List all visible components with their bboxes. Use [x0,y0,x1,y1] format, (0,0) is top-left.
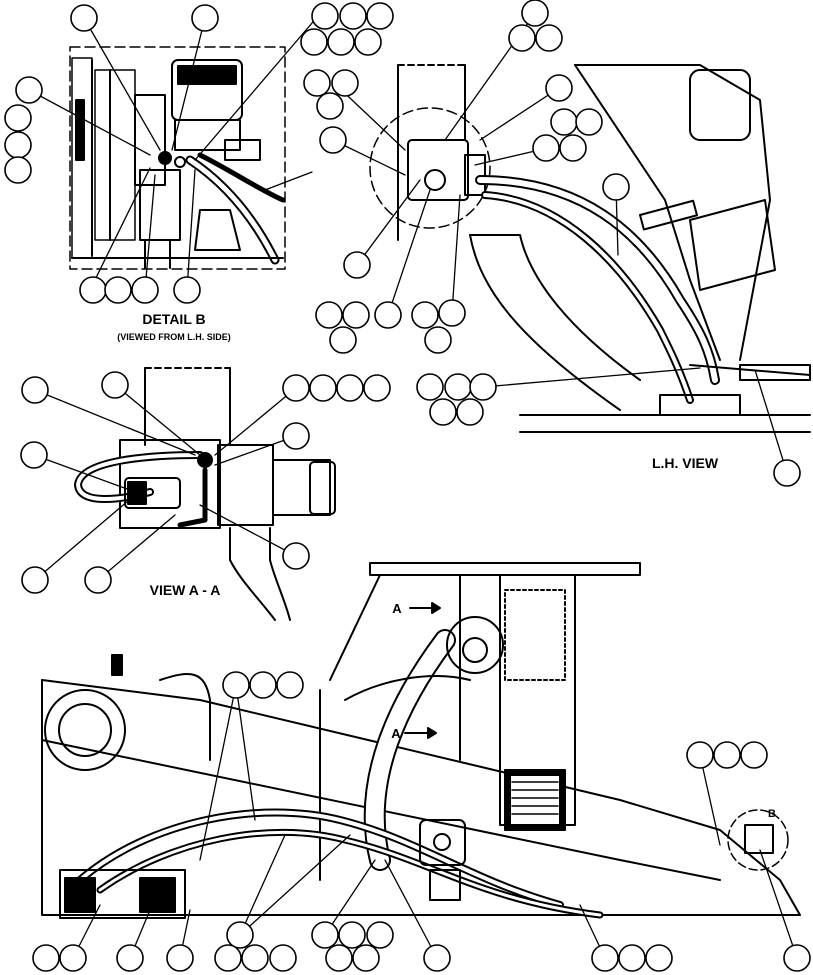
callout-bubble [602,173,630,201]
callout-bubble [438,299,466,327]
callout-bubble [645,944,673,972]
callout-bubble [416,373,444,401]
callout-bubble [325,944,353,972]
callout-bubble [338,921,366,949]
callout-bubble [70,4,98,32]
callout-bubble [535,24,563,52]
callout-bubble [4,104,32,132]
callout-bubble [15,76,43,104]
callout-bubble [469,373,497,401]
main-view-drawing [41,562,801,919]
callout-bubble [429,398,457,426]
callout-bubble [331,69,359,97]
callout-bubble [545,74,573,102]
callout-bubble [575,108,603,136]
callout-bubble [366,921,394,949]
callout-bubble [311,921,339,949]
callout-bubble [166,944,194,972]
callout-bubble [319,126,347,154]
callout-bubble [4,131,32,159]
callout-bubble [4,156,32,184]
lh-view-drawing [369,64,811,433]
callout-bubble [336,374,364,402]
callout-bubble [59,944,87,972]
callout-bubble [343,251,371,279]
view-aa-drawing [74,367,336,621]
callout-bubble [20,441,48,469]
callout-bubble [21,566,49,594]
callout-bubble [618,944,646,972]
callout-bubble [315,301,343,329]
section-marker-b: B [768,808,776,820]
callout-bubble [282,542,310,570]
callout-bubble [241,944,269,972]
callout-bubble [282,374,310,402]
section-marker-a-lower: A [391,726,401,741]
callout-bubble [300,28,328,56]
callout-bubble [329,326,357,354]
lh-view-title: L.H. VIEW [652,455,719,471]
callout-bubble [783,944,811,972]
view-aa-title: VIEW A - A [150,582,221,598]
callout-bubble [456,398,484,426]
callout-bubble [559,134,587,162]
callout-bubble [352,944,380,972]
detail-b-drawing [69,46,286,270]
callout-bubble [339,2,367,30]
callout-bubble [269,944,297,972]
callout-bubble [104,276,132,304]
callout-bubble [532,134,560,162]
callout-bubble [363,374,391,402]
callout-bubble [309,374,337,402]
callout-bubble [508,24,536,52]
callout-bubble [521,0,549,27]
callout-bubble [591,944,619,972]
callout-bubble [84,566,112,594]
callout-bubble [354,28,382,56]
callout-bubble [173,276,201,304]
callout-bubble [423,944,451,972]
detail-b-subtitle: (VIEWED FROM L.H. SIDE) [117,332,231,342]
callout-bubble [411,301,439,329]
callout-bubble [303,69,331,97]
callout-bubble [311,2,339,30]
callout-bubble [276,671,304,699]
callout-bubble [686,741,714,769]
callout-bubble [32,944,60,972]
callout-bubble [191,4,219,32]
section-arrows [404,602,441,739]
callout-bubble [214,944,242,972]
callout-bubble [374,301,402,329]
callout-bubble [773,459,801,487]
section-marker-a-upper: A [392,601,402,616]
callout-bubble [116,944,144,972]
callout-bubble [550,108,578,136]
callout-bubble [424,326,452,354]
callout-bubble [131,276,159,304]
callout-bubble [713,741,741,769]
callout-bubbles [4,0,811,972]
callout-bubble [327,28,355,56]
callout-bubble [21,376,49,404]
callout-bubble [316,92,344,120]
callout-bubble [282,422,310,450]
callout-bubble [249,671,277,699]
callout-bubble [222,671,250,699]
callout-bubble [342,301,370,329]
callout-bubble [740,741,768,769]
callout-bubble [366,2,394,30]
detail-b-title: DETAIL B [142,311,205,327]
callout-bubble [226,921,254,949]
callout-bubble [444,373,472,401]
callout-bubble [79,276,107,304]
callout-bubble [101,371,129,399]
